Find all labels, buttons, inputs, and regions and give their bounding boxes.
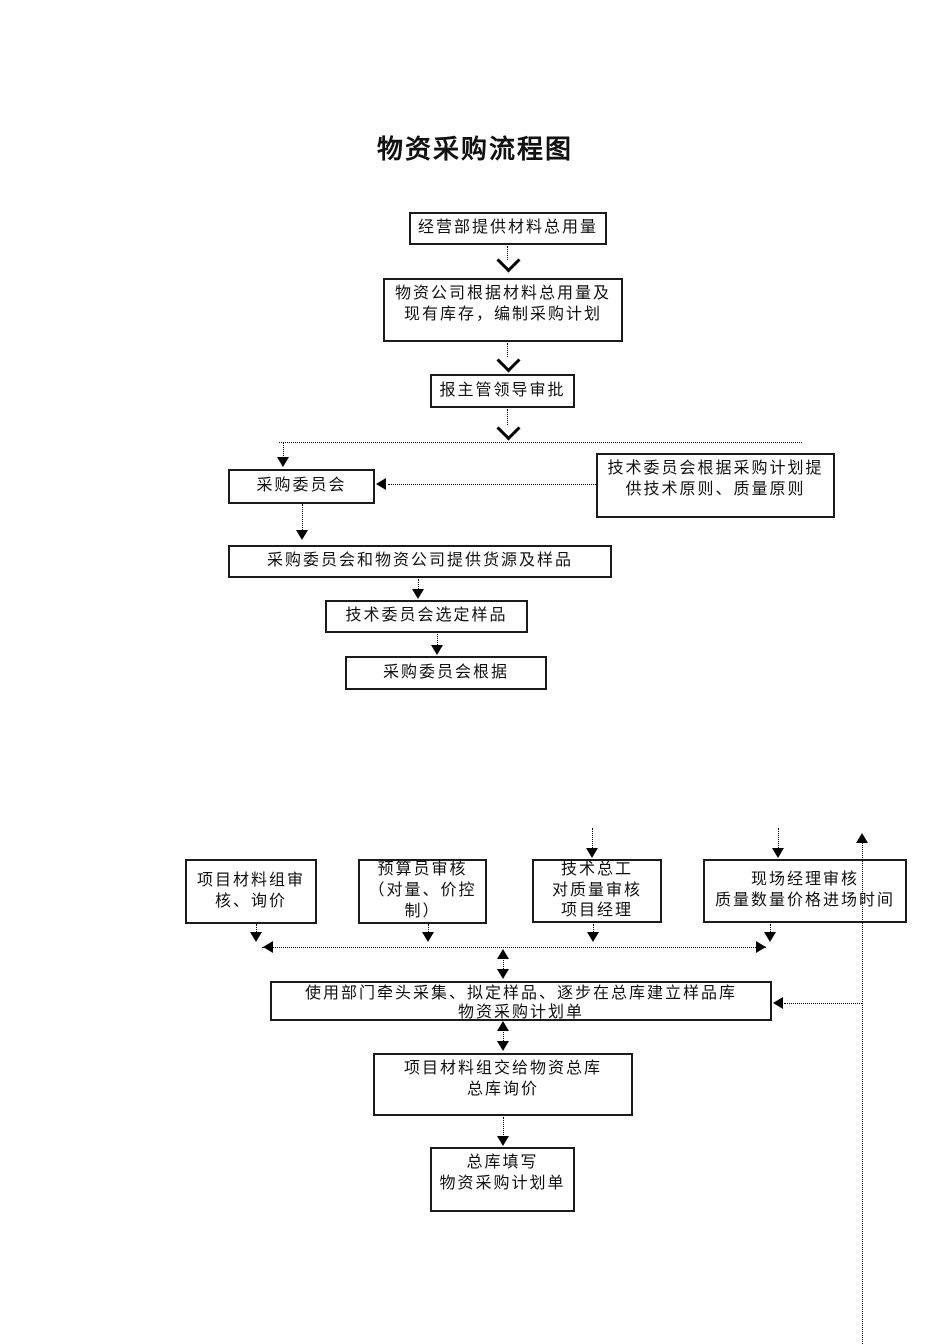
arrowhead-down-icon xyxy=(764,932,776,942)
node-sample-selection: 技术委员会选定样品 xyxy=(325,600,528,633)
node-site-manager-review: 现场经理审核 质量数量价格进场时间 xyxy=(703,859,907,923)
arrowhead-down-icon xyxy=(497,1136,509,1146)
connector-feedback-b13 xyxy=(784,1003,862,1004)
connector-b4-b6 xyxy=(302,504,303,530)
connector-b12-line xyxy=(770,924,771,934)
node-leader-approval: 报主管领导审批 xyxy=(430,374,575,408)
node-budget-review: 预算员审核 （对量、价控 制） xyxy=(358,859,487,924)
node-purchase-committee: 采购委员会 xyxy=(228,469,375,504)
feedback-line xyxy=(862,843,863,1344)
connector-line-b13 xyxy=(503,955,504,973)
node-material-total: 经营部提供材料总用量 xyxy=(409,212,607,245)
arrowhead-down-icon xyxy=(497,1041,509,1051)
arrowhead-down-icon xyxy=(412,589,424,599)
node-chief-engineer-review: 技术总工 对质量审核 项目经理 xyxy=(532,859,662,923)
arrowhead-left-icon xyxy=(376,478,386,490)
node-tech-committee-principles: 技术委员会根据采购计划提 供技术原则、质量原则 xyxy=(596,453,835,518)
arrowhead-up-icon xyxy=(497,949,509,959)
arrowhead-down-icon xyxy=(250,932,262,942)
node-handover-warehouse: 项目材料组交给物资总库 总库询价 xyxy=(373,1053,633,1116)
arrowhead-down-icon xyxy=(431,645,443,655)
arrowhead-down-icon xyxy=(587,932,599,942)
connector-into-b11 xyxy=(592,828,593,850)
arrowhead-right-icon xyxy=(756,941,766,953)
arrowhead-up-icon xyxy=(497,1021,509,1031)
connector-b14-b15 xyxy=(503,1117,504,1139)
node-committee-basis: 采购委员会根据 xyxy=(345,656,547,690)
arrowhead-left-icon xyxy=(773,997,783,1009)
node-sample-library: 使用部门牵头采集、拟定样品、逐步在总库建立样品库 物资采购计划单 xyxy=(270,981,772,1021)
arrowhead-down-icon xyxy=(277,457,289,467)
node-warehouse-form: 总库填写 物资采购计划单 xyxy=(430,1147,575,1212)
node-material-group-review: 项目材料组审 核、询价 xyxy=(185,859,317,924)
arrowhead-left-icon xyxy=(263,941,273,953)
node-purchase-plan: 物资公司根据材料总用量及 现有库存，编制采购计划 xyxy=(383,278,623,342)
connector-b13-b14 xyxy=(503,1028,504,1045)
connector-b3-branch xyxy=(507,409,508,425)
connector-b9-line xyxy=(256,924,257,934)
arrowhead-down-icon xyxy=(496,348,521,373)
page-title: 物资采购流程图 xyxy=(376,135,573,164)
arrowhead-down-icon xyxy=(422,932,434,942)
arrowhead-down-icon xyxy=(296,530,308,540)
node-supply-samples: 采购委员会和物资公司提供货源及样品 xyxy=(228,545,612,578)
arrowhead-down-icon xyxy=(496,416,521,441)
arrowhead-down-icon xyxy=(586,848,598,858)
branch-line xyxy=(279,442,802,443)
connector-b5-b4 xyxy=(388,484,596,485)
connector-into-b12 xyxy=(778,828,779,850)
arrowhead-up-icon xyxy=(856,833,868,843)
arrowhead-down-icon xyxy=(772,848,784,858)
arrowhead-down-icon xyxy=(496,248,521,273)
connector-b11-line xyxy=(593,924,594,934)
connector-b7-b8 xyxy=(437,634,438,647)
collect-line xyxy=(262,947,766,948)
connector-branch-b4 xyxy=(283,443,284,458)
connector-b2-b3 xyxy=(507,343,508,357)
connector-b1-b2 xyxy=(507,246,508,260)
connector-b10-line xyxy=(428,924,429,934)
connector-b6-b7 xyxy=(418,579,419,591)
arrowhead-down-icon xyxy=(497,969,509,979)
